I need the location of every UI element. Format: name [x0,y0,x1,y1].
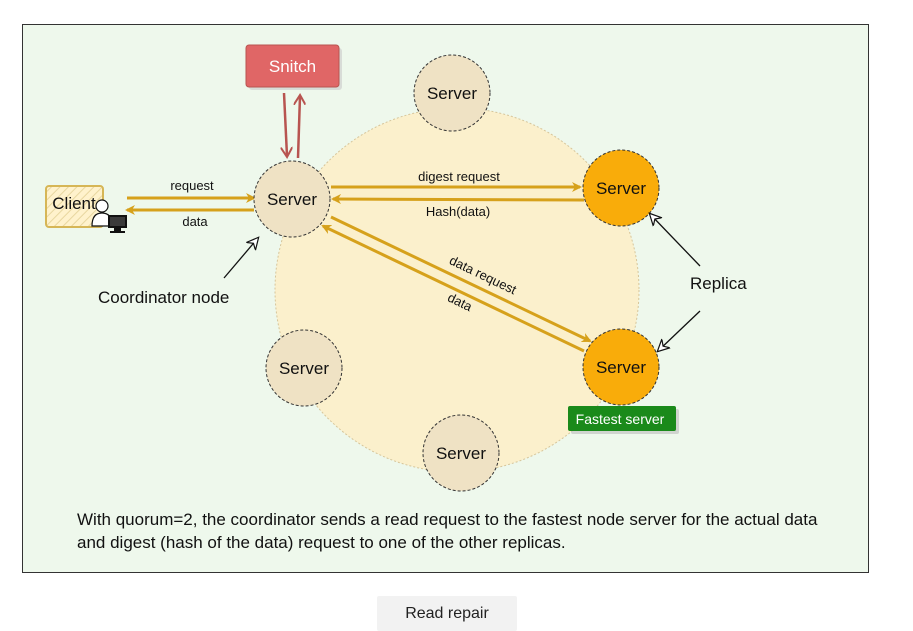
replica-fastest-server-label: Server [596,358,646,377]
client-label: Client [52,194,96,213]
diagram-caption: With quorum=2, the coordinator sends a r… [77,510,818,552]
replica-fastest-server-node: Server [582,328,660,406]
user-computer-icon [91,199,127,233]
digest-request-label: digest request [418,169,500,184]
coordinator-server-node: Server [253,160,331,238]
data-from-replica-arrow [321,224,585,353]
snitch-to-coordinator-arrow [284,92,287,156]
replica-callout-arrow-bottom [658,310,701,351]
hash-data-arrow [331,194,585,205]
server-bottom-label: Server [436,444,486,463]
fastest-server-label: Fastest server [576,411,665,427]
coordinator-to-snitch-arrow [298,96,300,159]
server-top-label: Server [427,84,477,103]
request-label: request [170,178,214,193]
snitch-label: Snitch [269,57,316,76]
data-request-arrow [330,215,592,343]
server-left-node: Server [265,329,343,407]
fastest-server-badge: Fastest server [568,406,679,434]
coordinator-node-callout: Coordinator node [98,288,229,307]
hash-data-label: Hash(data) [426,204,490,219]
server-top-node: Server [413,54,491,132]
replica-digest-server-node: Server [582,149,660,227]
data-to-client-label: data [182,214,208,229]
replica-callout-arrow-top [650,214,701,267]
server-left-label: Server [279,359,329,378]
coordinator-callout-arrow [223,238,258,279]
replica-digest-server-label: Server [596,179,646,198]
coordinator-server-label: Server [267,190,317,209]
server-bottom-node: Server [422,414,500,492]
replica-callout: Replica [690,274,747,293]
read-repair-button[interactable]: Read repair [377,596,517,631]
snitch-node: Snitch [245,44,342,90]
